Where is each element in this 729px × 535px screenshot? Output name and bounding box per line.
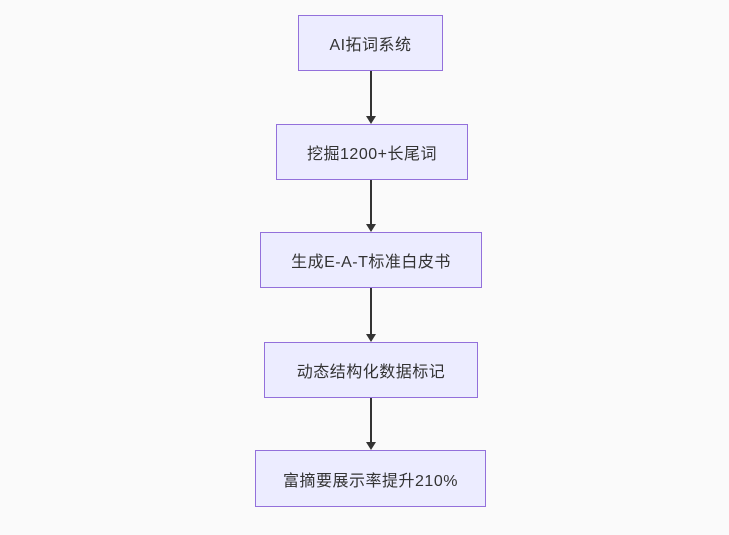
arrowhead-icon	[366, 442, 376, 450]
flow-node-eat-whitepaper: 生成E-A-T标准白皮书	[260, 232, 482, 288]
arrow-shaft	[370, 288, 372, 334]
flow-arrow-1	[365, 71, 377, 124]
arrowhead-icon	[366, 224, 376, 232]
arrowhead-icon	[366, 116, 376, 124]
flow-node-label: 生成E-A-T标准白皮书	[291, 254, 451, 271]
flow-arrow-4	[365, 398, 377, 450]
flow-node-label: 富摘要展示率提升210%	[283, 472, 458, 490]
arrow-shaft	[370, 71, 372, 116]
flow-node-ai-system: AI拓词系统	[298, 15, 443, 71]
arrowhead-icon	[366, 334, 376, 342]
arrow-shaft	[370, 398, 372, 442]
arrow-shaft	[370, 180, 372, 224]
flow-node-structured-data: 动态结构化数据标记	[264, 342, 478, 398]
flow-node-longtail-mining: 挖掘1200+长尾词	[276, 124, 468, 180]
flow-node-label: AI拓词系统	[329, 37, 412, 54]
flow-node-label: 挖掘1200+长尾词	[307, 146, 437, 163]
flow-node-rich-snippet-result: 富摘要展示率提升210%	[255, 450, 486, 507]
flow-node-label: 动态结构化数据标记	[296, 364, 446, 381]
flow-arrow-3	[365, 288, 377, 342]
flow-arrow-2	[365, 180, 377, 232]
